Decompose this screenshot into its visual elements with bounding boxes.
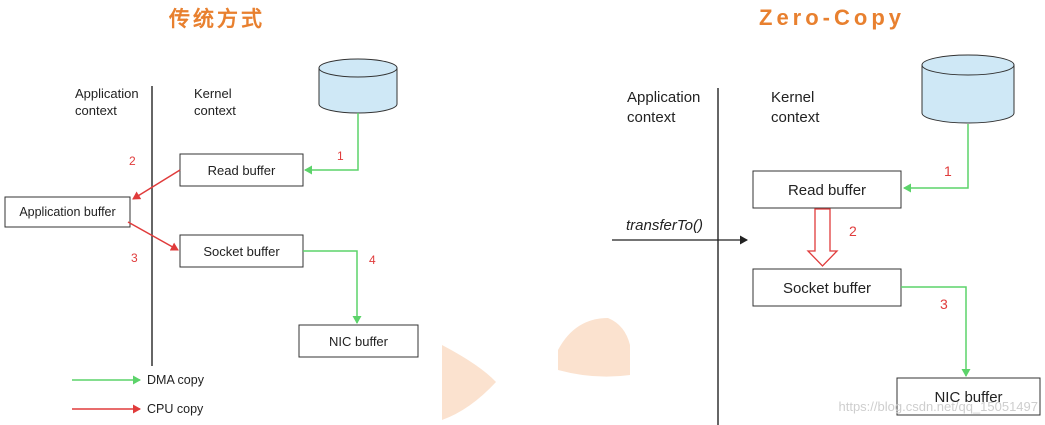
right-dma-arrow-3: [901, 286, 971, 377]
right-kernel-copy-arrow-2: [806, 208, 839, 267]
svg-text:Application buffer: Application buffer: [19, 205, 115, 219]
right-socket-buffer-box: Socket buffer: [752, 268, 902, 307]
right-transfer-label: transferTo(): [626, 217, 703, 234]
svg-text:NIC buffer: NIC buffer: [934, 389, 1002, 406]
left-step-3: 3: [131, 251, 138, 265]
right-step-2: 2: [849, 223, 857, 239]
left-application-buffer-box: Application buffer: [4, 196, 131, 228]
left-read-buffer-box: Read buffer: [179, 153, 304, 187]
svg-text:CPU copy: CPU copy: [147, 402, 204, 416]
right-title: Zero-Copy: [759, 5, 905, 30]
decor-shape-right: [558, 318, 630, 377]
svg-text:Socket buffer: Socket buffer: [783, 280, 871, 297]
svg-text:DMA copy: DMA copy: [147, 373, 205, 387]
left-cpu-arrow-2: [132, 169, 181, 200]
decor-shape-left: [442, 345, 496, 420]
legend-dma: DMA copy: [72, 373, 205, 387]
left-step-1: 1: [337, 149, 344, 163]
right-read-buffer-box: Read buffer: [752, 170, 902, 209]
legend-cpu: CPU copy: [72, 402, 204, 416]
left-step-4: 4: [369, 253, 376, 267]
left-step-2: 2: [129, 154, 136, 168]
svg-text:Read buffer: Read buffer: [788, 182, 866, 199]
left-dma-arrow-4: [303, 250, 362, 324]
svg-text:NIC buffer: NIC buffer: [329, 334, 389, 349]
svg-text:Read buffer: Read buffer: [208, 163, 276, 178]
left-dma-arrow-1: [304, 113, 359, 175]
left-title: 传统方式: [168, 7, 265, 31]
right-dma-arrow-1: [903, 124, 969, 193]
right-app-context-label: Application context: [627, 89, 705, 126]
svg-text:Socket buffer: Socket buffer: [203, 244, 280, 259]
right-nic-buffer-box: NIC buffer: [896, 377, 1041, 416]
right-step-3: 3: [940, 296, 948, 312]
right-kernel-context-label: Kernel context: [771, 89, 820, 126]
left-nic-buffer-box: NIC buffer: [298, 324, 419, 358]
left-kernel-context-label: Kernel context: [194, 86, 236, 118]
left-disk-icon: [318, 58, 398, 114]
right-step-1: 1: [944, 163, 952, 179]
watermark: https://blog.csdn.net/qq_15051497: [839, 399, 1039, 414]
left-socket-buffer-box: Socket buffer: [179, 234, 304, 268]
right-disk-icon: [921, 54, 1015, 124]
left-cpu-arrow-3: [127, 221, 179, 251]
left-app-context-label: Application context: [75, 86, 142, 118]
